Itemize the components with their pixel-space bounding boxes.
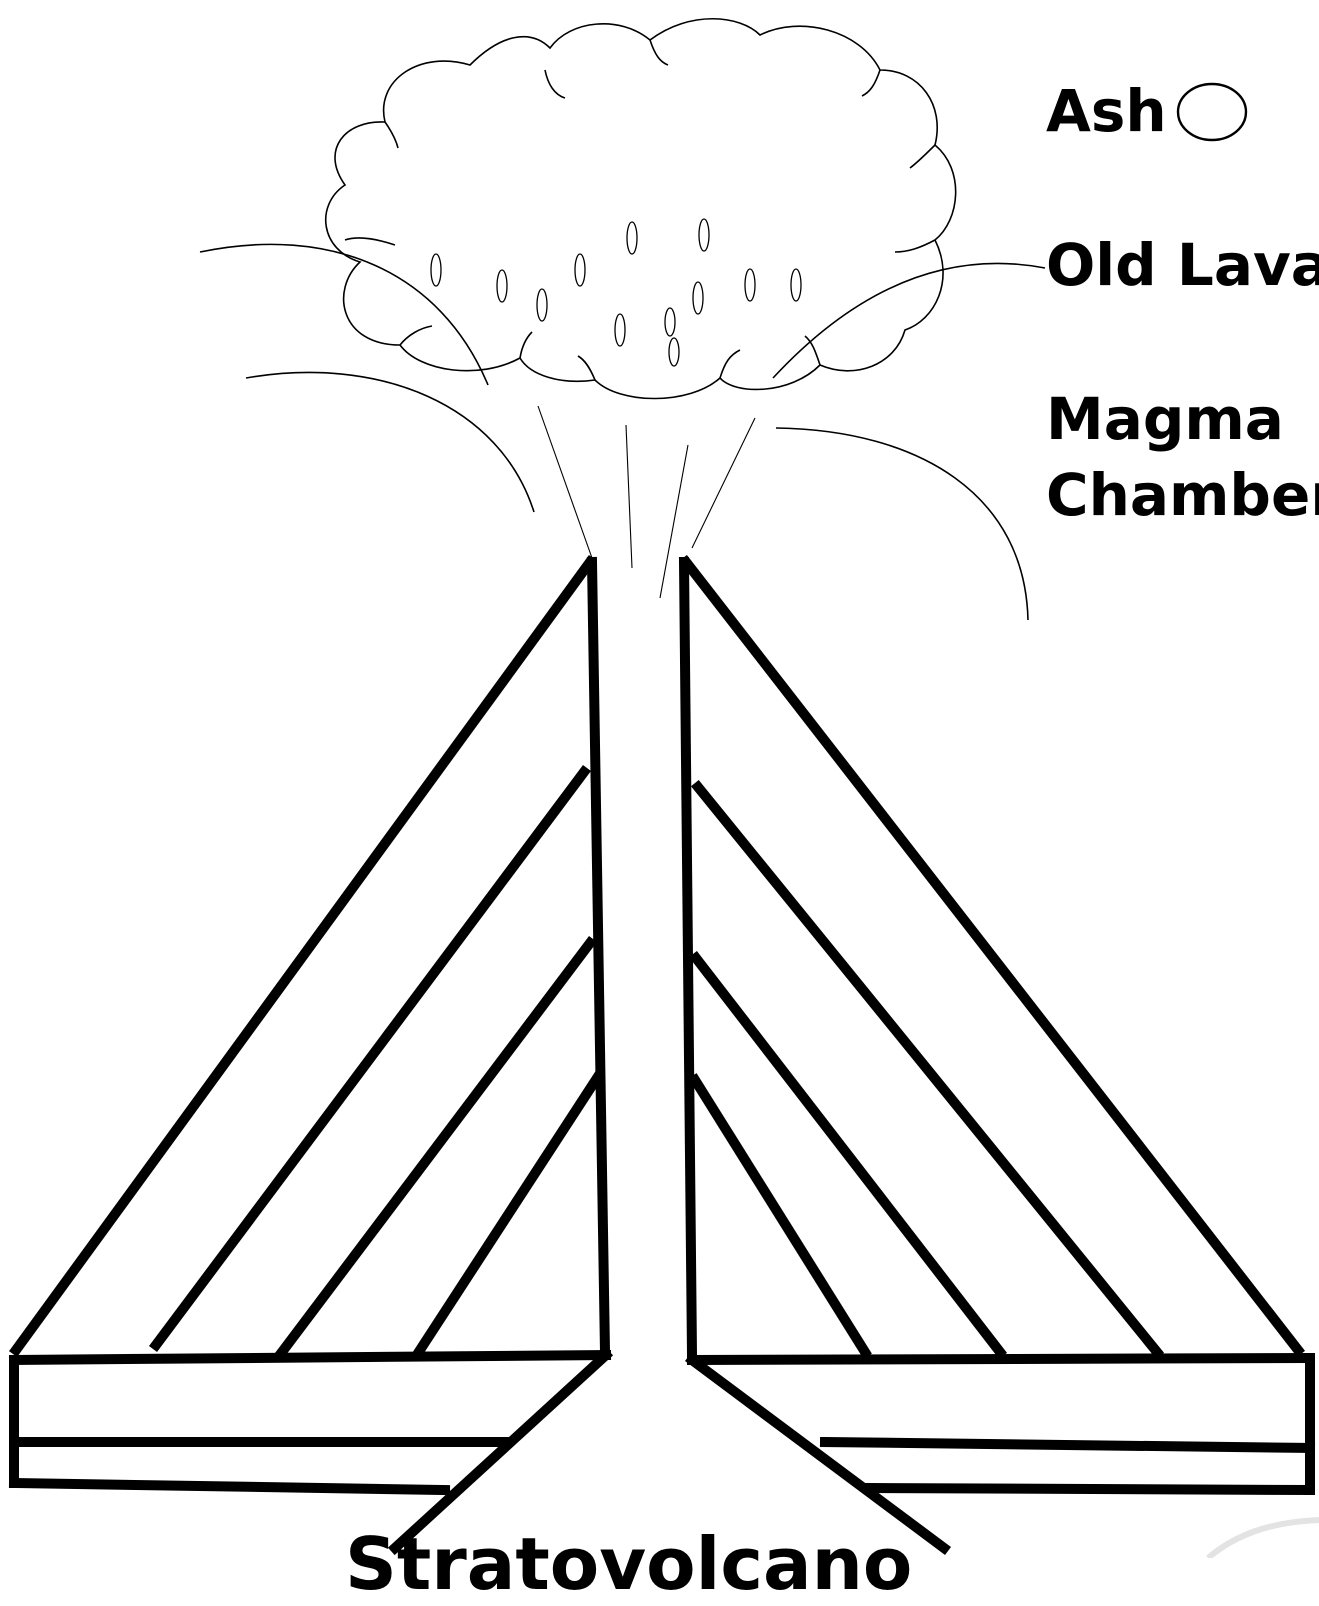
left-layer-2 [282,943,590,1352]
volcano-diagram: Ash Old Lava Magma Chamber Stratovolcano [0,0,1319,1558]
volcano-body [16,562,1298,1355]
volcano-base [14,1355,1310,1548]
left-outer-slope [16,562,590,1350]
legend-magma-label-line1: Magma [1046,390,1284,448]
right-outer-slope [686,562,1298,1350]
gas-streaks [538,406,755,598]
diagram-title: Stratovolcano [345,1528,912,1600]
right-layer-3 [695,1080,865,1352]
vent-left-wall [592,562,605,1352]
eruption-cloud [326,19,956,399]
legend-old-lava-label: Old Lava [1046,236,1319,294]
left-layer-3 [420,1078,597,1350]
watermark-mark [1208,1520,1319,1558]
ash-particles [431,219,801,366]
ejecta-arcs [200,244,1045,620]
legend-ash-label: Ash [1046,82,1167,140]
ash-legend-swatch [1178,84,1246,140]
legend-magma-label-line2: Chamber [1046,466,1319,524]
